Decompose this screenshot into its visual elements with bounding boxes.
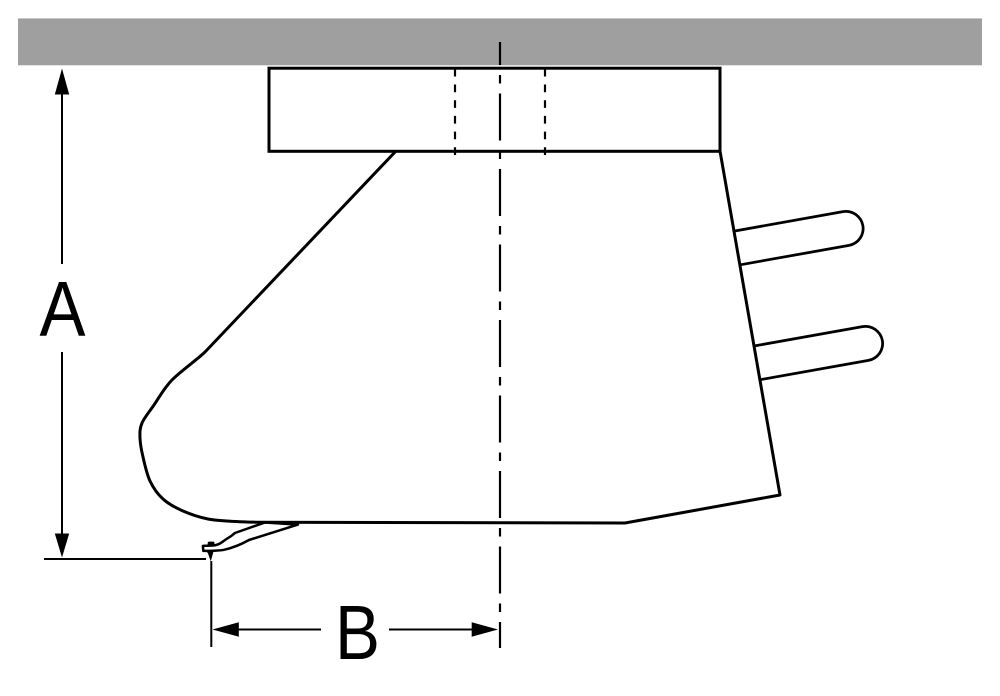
svg-text:A: A bbox=[40, 265, 86, 353]
svg-text:B: B bbox=[335, 590, 380, 676]
